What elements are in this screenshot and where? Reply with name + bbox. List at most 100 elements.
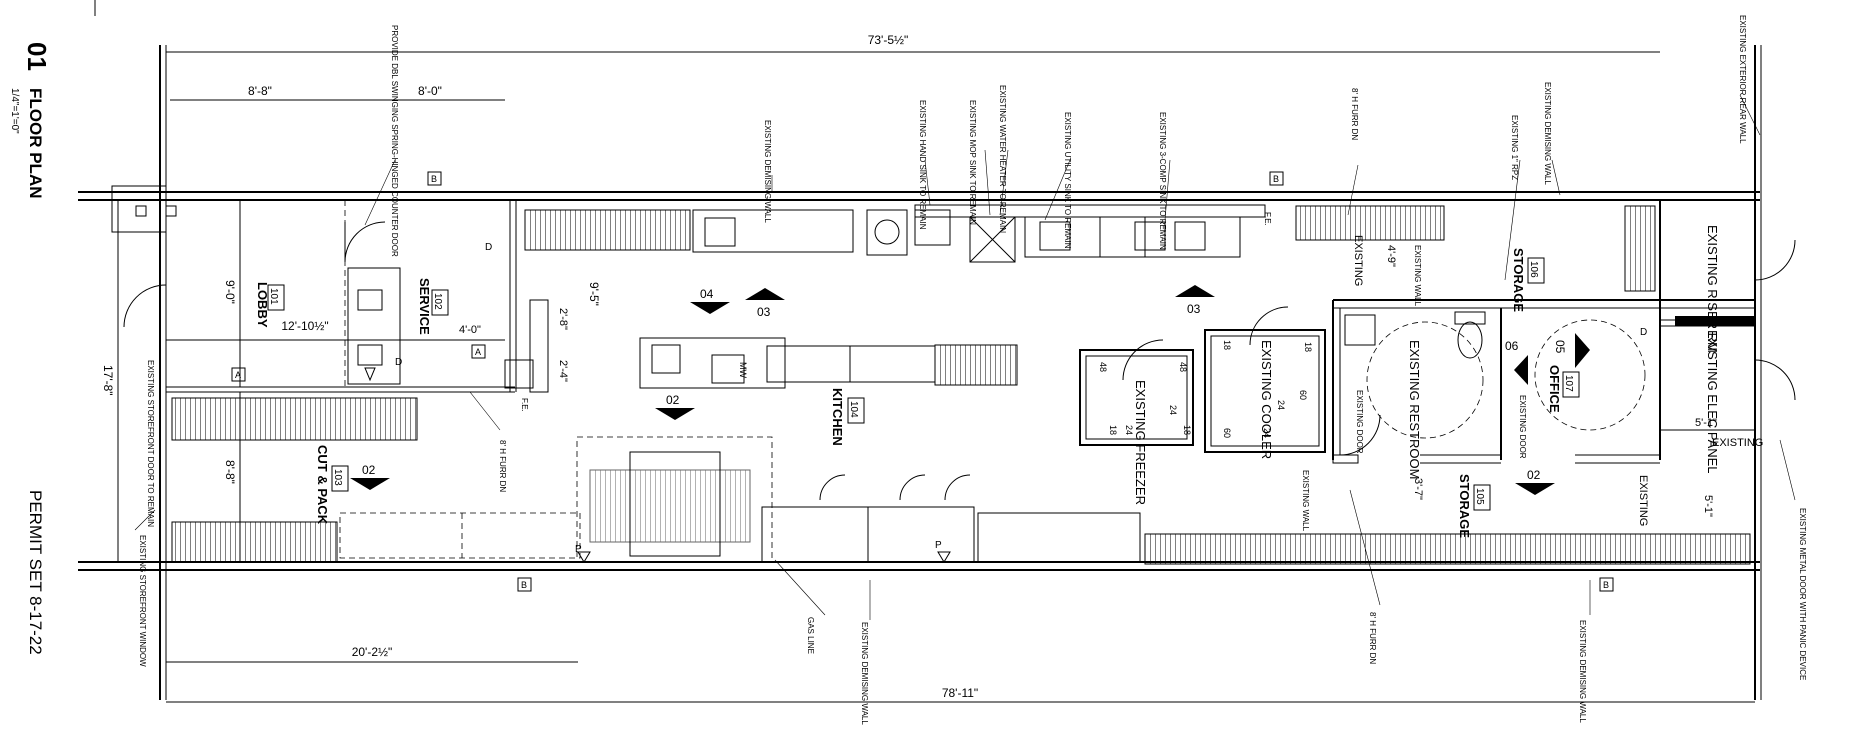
restroom-label: EXISTING RESTROOM	[1407, 340, 1422, 479]
view-marker-02: 02	[362, 463, 376, 477]
dim-d1: 2'-8"	[557, 308, 569, 330]
cooler-dim: 24	[1262, 428, 1272, 438]
dim-d2: 2'-4"	[557, 360, 569, 382]
dim-bottom-overall: 78'-11"	[942, 686, 978, 700]
dim-total-depth: 17'-8"	[101, 365, 115, 396]
freezer-dim: 48	[1178, 362, 1188, 372]
section-tag-b: B	[1273, 174, 1279, 184]
door-swings	[123, 221, 1796, 501]
note-existing-right: EXISTING	[1712, 437, 1763, 449]
existing-room-labels: EXISTING RISER RM EXISTING ELEC PANEL EX…	[1407, 225, 1720, 479]
note-exterior-rear: EXISTING EXTERIOR REAR WALL	[1738, 15, 1747, 144]
note-storefront-door: EXISTING STOREFRONT DOOR TO REMAIN	[146, 360, 155, 527]
dim-lobby-width: 8'-8"	[248, 84, 272, 98]
view-marker-03: 03	[1187, 302, 1201, 316]
room-name-105: STORAGE	[1457, 474, 1472, 538]
note-utility-sink: EXISTING UTILITY SINK TO REMAIN	[1063, 112, 1072, 249]
plan-scale: 1/4"=1'=0"	[9, 88, 20, 134]
room-name-104: KITCHEN	[830, 388, 845, 446]
note-existing-wall-bottom: EXISTING WALL	[1301, 470, 1310, 532]
shelf-unit	[524, 209, 691, 251]
permit-set-label: PERMIT SET 8-17-22	[26, 490, 45, 655]
view-marker-02: 02	[1527, 468, 1541, 482]
note-existing-door: EXISTING DOOR	[1355, 390, 1364, 454]
room-number-106: 106	[1528, 261, 1539, 278]
section-tag-a: A	[235, 370, 241, 380]
microwave-label: MW	[738, 362, 748, 378]
freezer-dim: 18	[1108, 425, 1118, 435]
note-demising-bottom: EXISTING DEMISING WALL	[860, 622, 869, 725]
leader-lines	[134, 94, 1796, 620]
note-existing-wall: EXISTING WALL	[1413, 245, 1422, 307]
note-comp-sink: EXISTING 3-COMP SINK TO REMAIN	[1158, 112, 1167, 250]
equipment: MW	[339, 204, 1266, 563]
note-rpz: EXISTING 1" RPZ	[1510, 115, 1519, 180]
fe-label-left: F.E.	[520, 398, 529, 412]
room-name-103: CUT & PACK	[315, 445, 330, 525]
note-metal-door: EXISTING METAL DOOR WITH PANIC DEVICE	[1798, 508, 1807, 680]
dim-storage-105: 3'-7"	[1412, 478, 1424, 500]
dim-cut-depth: 8'-8"	[223, 460, 237, 484]
tag-p: P	[575, 544, 582, 555]
dim-storage-width: 4'-9"	[1385, 245, 1397, 267]
cooler-dim: 60	[1298, 390, 1308, 400]
room-name-102: SERVICE	[417, 278, 432, 335]
interior-partitions	[166, 200, 1755, 464]
dim-elec-width: 5'-1"	[1695, 417, 1717, 429]
riser-room-label: EXISTING RISER RM	[1705, 225, 1720, 353]
room-number-101: 101	[268, 288, 279, 305]
dim-lobby-length: 12'-10½"	[281, 319, 328, 333]
shelf-unit	[1144, 533, 1751, 565]
plan-title: FLOOR PLAN	[26, 88, 45, 199]
room-name-101: LOBBY	[255, 282, 270, 328]
note-storefront-window: EXISTING STOREFRONT WINDOW	[138, 535, 147, 667]
restroom-fixtures	[1344, 311, 1486, 359]
annotation-notes: PROVIDE DBL SWINGING SPRING-HINGED COUNT…	[138, 15, 1807, 725]
section-tag-b: B	[521, 580, 527, 590]
note-existing-top: EXISTING	[1352, 235, 1364, 286]
view-markers: B B B B A A 04 03 03 02 02 02 05 06 D D …	[231, 171, 1647, 592]
cooler-dim: 24	[1276, 400, 1286, 410]
walk-in-units: EXISTING FREEZER 48 48 24 24 18 18 EXIST…	[1079, 329, 1326, 505]
title-block: 01 FLOOR PLAN 1/4"=1'=0" PERMIT SET 8-17…	[9, 0, 96, 655]
room-number-104: 104	[848, 401, 859, 418]
cooler-dim: 18	[1303, 342, 1313, 352]
tag-p: P	[935, 540, 942, 551]
dim-service-width: 8'-0"	[418, 84, 442, 98]
freezer-label: EXISTING FREEZER	[1133, 380, 1148, 505]
dim-lobby-depth: 9'-0"	[223, 280, 237, 304]
shelf-unit	[1295, 205, 1445, 241]
room-number-105: 105	[1474, 488, 1485, 505]
room-number-103: 103	[332, 469, 343, 486]
tag-d: D	[395, 357, 402, 368]
cooler-dim: 60	[1222, 428, 1232, 438]
note-water-heater: EXISTING WATER HEATER TO REMAIN	[998, 85, 1007, 233]
dimension-lines: 73'-5½" 78'-11" 8'-8" 8'-0" 9'-0" 17'-8"…	[101, 33, 1755, 703]
tag-d: D	[1640, 327, 1647, 338]
room-number-107: 107	[1563, 375, 1574, 392]
cooler-label: EXISTING COOLER	[1259, 340, 1274, 459]
dim-top-overall: 73'-5½"	[868, 33, 909, 47]
note-demising-top: EXISTING DEMISING WALL	[763, 120, 772, 223]
tag-d: D	[485, 242, 492, 253]
note-furr-top: 8' H FURR DN	[1350, 88, 1359, 140]
fe-label-top: F.E.	[1263, 212, 1272, 226]
note-furr-left: 8' H FURR DN	[498, 440, 507, 492]
note-demising-bottom-right: EXISTING DEMISING WALL	[1578, 620, 1587, 723]
freezer-dim: 24	[1124, 425, 1134, 435]
room-number-102: 102	[432, 293, 443, 310]
dim-service-length: 4'-0"	[459, 324, 481, 336]
view-marker-06: 06	[1505, 339, 1519, 353]
shelf-unit	[171, 397, 418, 441]
view-marker-02: 02	[666, 393, 680, 407]
room-tags: 101 LOBBY 102 SERVICE 103 CUT & PACK 104…	[255, 248, 1580, 538]
freezer-dim: 48	[1098, 362, 1108, 372]
note-existing-door-office: EXISTING DOOR	[1518, 395, 1527, 459]
cooler-dim: 18	[1222, 340, 1232, 350]
shelf-unit	[1624, 205, 1656, 292]
section-tag-b: B	[431, 174, 437, 184]
dim-right-small: 5'-1"	[1702, 495, 1714, 517]
dim-bottom-left: 20'-2½"	[352, 645, 393, 659]
freezer-dim: 24	[1168, 405, 1178, 415]
